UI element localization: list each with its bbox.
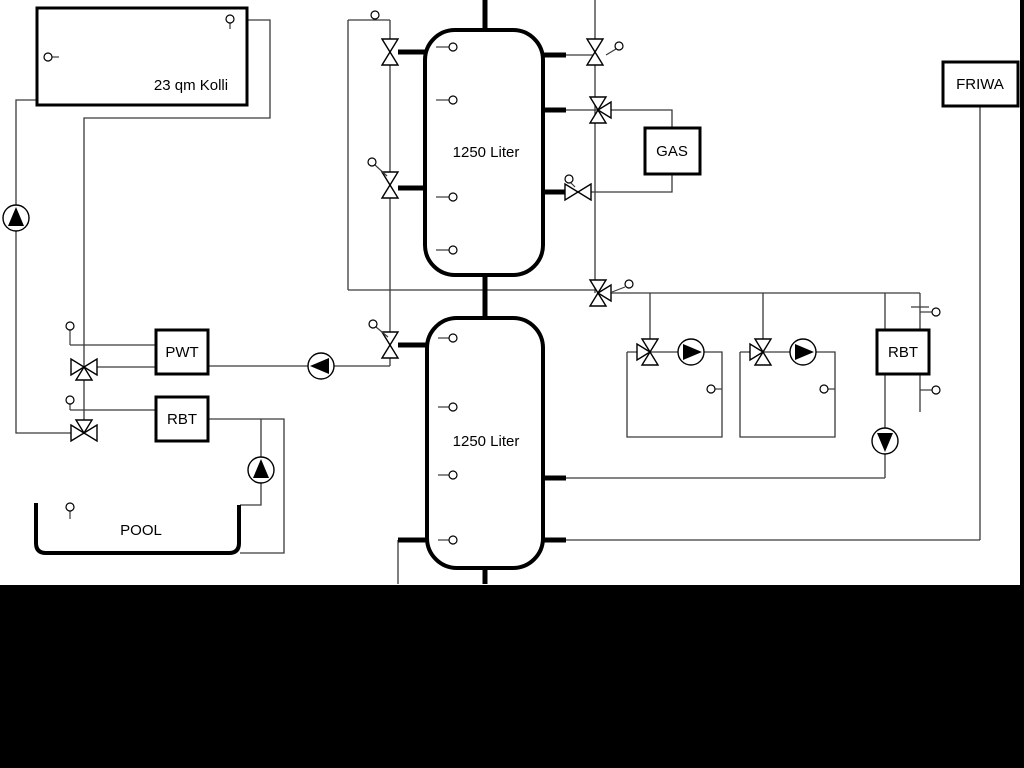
pump-icon-rbt-right — [871, 427, 899, 455]
tank-top-label: 1250 Liter — [453, 144, 520, 161]
pump-icon-pool — [247, 456, 275, 484]
valve-icon-gas-return — [564, 182, 592, 202]
sensor-icon-pool — [65, 502, 75, 519]
rbt-left-box — [154, 395, 210, 443]
sensor-icon-tank2-4 — [438, 535, 458, 545]
friwa-label: FRIWA — [956, 76, 1004, 93]
labels: 23 qm Kolli 1250 Liter 1250 Liter GAS FR… — [120, 76, 1004, 539]
sensor-icon-collector-left — [43, 52, 59, 62]
rbt-right-box — [875, 328, 931, 376]
sensor-icon-valve-bottom-left — [368, 319, 389, 338]
sensor-icon-rbt-left-line — [65, 395, 75, 410]
sensor-icon-collector-top — [225, 14, 235, 29]
sensor-icon-tank2-1 — [438, 333, 458, 343]
pwt-label: PWT — [165, 344, 198, 361]
pump-icon-solar — [2, 204, 30, 232]
thick-pipes — [398, 0, 566, 584]
collector-label: 23 qm Kolli — [154, 77, 228, 94]
valve-icon-top-right — [585, 38, 605, 66]
sensor-icon-tank2-2 — [438, 402, 458, 412]
window-edge-right — [1020, 0, 1024, 585]
gas-boiler-box — [643, 126, 702, 176]
sensor-icon-tank1-4 — [436, 245, 458, 255]
three-way-valve-icon-circuit1 — [636, 338, 660, 366]
sensor-icon-valve-mid-left — [367, 157, 388, 177]
sensor-icon-tank1-2 — [436, 95, 458, 105]
sensor-icon-rbt-right-bottom — [920, 385, 941, 395]
sensor-icon-circuit1-return — [706, 384, 722, 394]
valve-icon-solar-tank-top — [380, 38, 400, 66]
gas-label: GAS — [656, 143, 688, 160]
sensor-icon-gas-return — [564, 174, 576, 188]
three-way-valve-icon-rbt-left — [70, 419, 98, 443]
pool-basin — [34, 503, 241, 555]
sensor-icon-tank1-3 — [436, 192, 458, 202]
three-way-valve-icon-circuit2 — [749, 338, 773, 366]
sensor-icon-top-line — [370, 10, 380, 20]
pool-label: POOL — [120, 522, 162, 539]
sensor-icon-distribution — [611, 279, 634, 293]
sensor-icon-rbt-right-top — [920, 307, 941, 317]
pwt-heat-exchanger-box — [154, 328, 210, 376]
three-way-valve-icon-pwt — [70, 357, 98, 381]
rbt-left-label: RBT — [167, 411, 197, 428]
pump-icon-circuit1 — [677, 338, 705, 366]
solar-collector-box — [35, 6, 249, 107]
pump-icon-circuit2 — [789, 338, 817, 366]
rbt-right-label: RBT — [888, 344, 918, 361]
three-way-valve-icon-distribution — [588, 279, 612, 307]
sensor-icon-valve-top-right — [605, 41, 624, 56]
letterbox-bottom — [0, 585, 1024, 768]
sensor-icon-circuit2-return — [819, 384, 835, 394]
three-way-valve-icon-gas-supply — [588, 96, 612, 124]
pump-icon-pwt-loop — [307, 352, 335, 380]
sensor-icon-tank2-3 — [438, 470, 458, 480]
friwa-station-box — [941, 60, 1020, 108]
sensor-icon-tank1-1 — [436, 42, 458, 52]
sensor-icon-pwt-line — [65, 321, 75, 345]
tank-bottom-label: 1250 Liter — [453, 433, 520, 450]
sensor-icons — [43, 10, 941, 545]
